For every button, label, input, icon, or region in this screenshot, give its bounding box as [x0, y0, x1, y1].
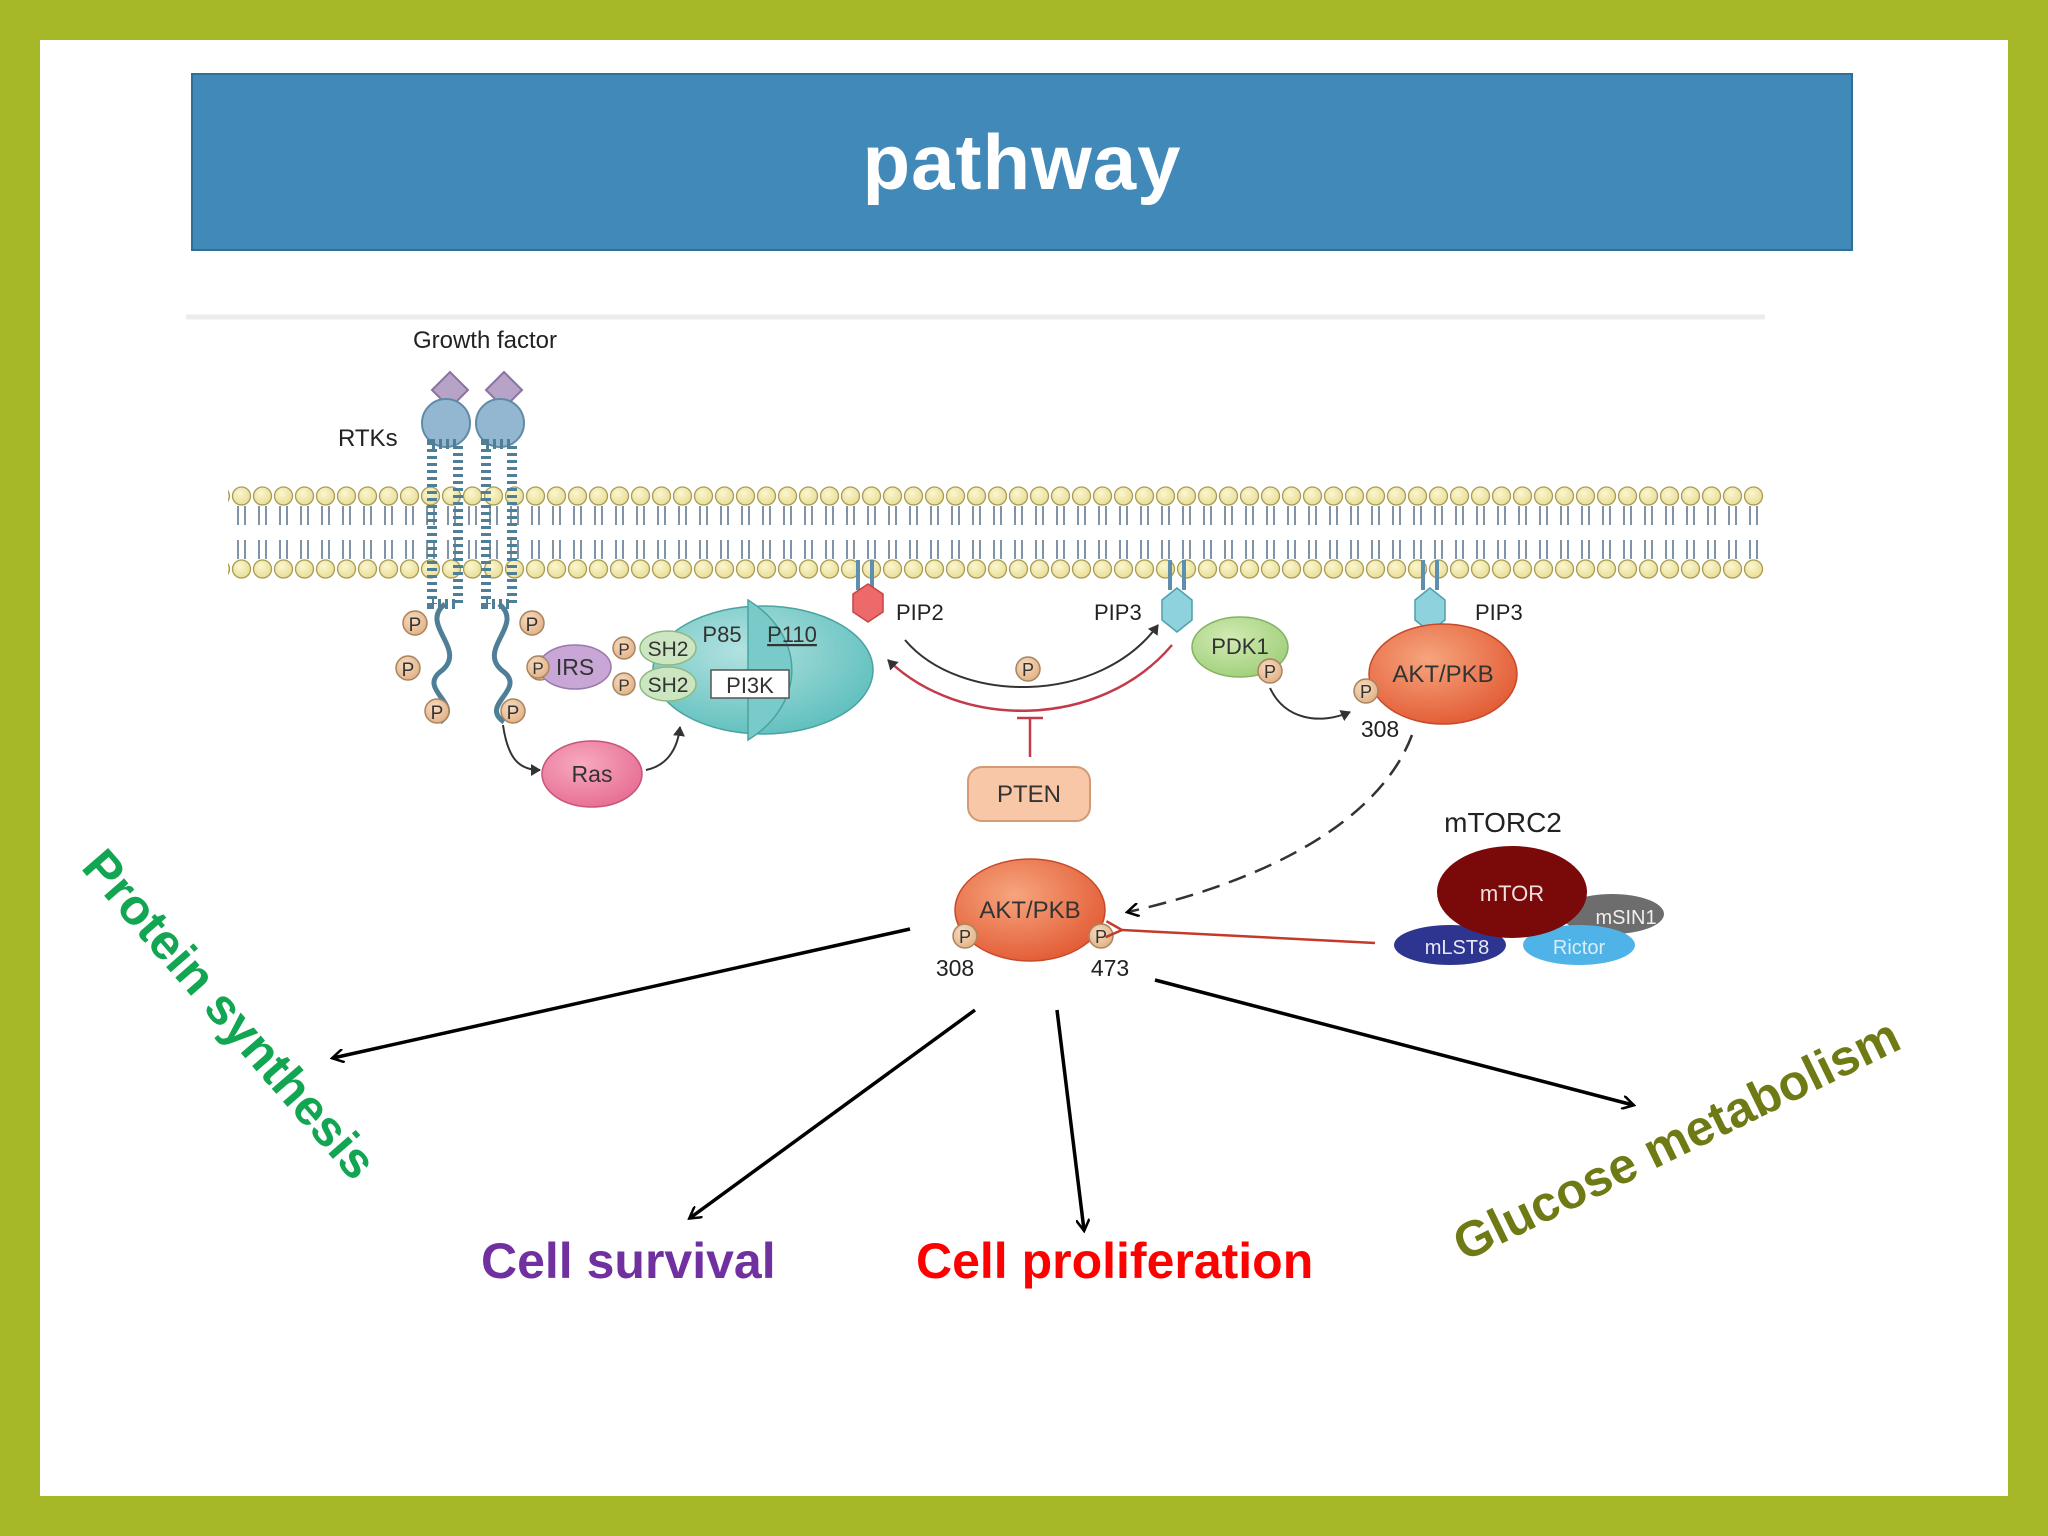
growth-factor-label: Growth factor	[413, 327, 557, 354]
cell-membrane	[228, 460, 1765, 580]
svg-text:P: P	[959, 927, 971, 947]
ras-protein	[541, 740, 643, 808]
svg-text:P: P	[409, 615, 422, 636]
svg-text:P: P	[1360, 682, 1372, 702]
sh2-label-bottom: SH2	[648, 674, 689, 697]
svg-text:P: P	[526, 615, 539, 636]
rtk-right-tail	[491, 602, 513, 725]
svg-text:P: P	[618, 676, 629, 695]
mtorc2-to-akt-arrow	[1122, 930, 1376, 945]
protein-synthesis-label: Protein synthesis	[72, 838, 388, 1189]
pdk1-phosphate	[1257, 658, 1283, 684]
pip3-lipid-right	[1414, 560, 1446, 633]
akt-translocation-arrow	[1128, 734, 1414, 912]
pip3-label-center: PIP3	[1094, 600, 1142, 625]
svg-text:P: P	[431, 703, 444, 724]
pip3-label-right: PIP3	[1475, 600, 1523, 625]
arrow-to-protein-synthesis	[333, 927, 911, 1058]
svg-text:P: P	[1095, 927, 1107, 947]
cell-proliferation-label: Cell proliferation	[916, 1233, 1313, 1289]
mtor-subunit	[1437, 846, 1587, 938]
rictor-subunit	[1523, 925, 1635, 965]
pten-inhibition-line	[1017, 716, 1043, 757]
cell-survival-label: Cell survival	[481, 1233, 776, 1289]
pdk1-label: PDK1	[1211, 634, 1268, 659]
akt-membrane-phosphate	[1353, 678, 1379, 704]
pip3-to-pip2-arrow	[887, 644, 1173, 713]
pip2-to-pip3-arrow	[904, 624, 1159, 688]
rictor-label: Rictor	[1553, 937, 1606, 959]
pdk1-to-akt-arrow	[1269, 687, 1351, 722]
akt-phosphate-308	[952, 923, 978, 949]
akt-membrane-label: AKT/PKB	[1392, 661, 1493, 688]
title-bar: pathway	[191, 73, 1853, 251]
pip-phosphate	[1015, 656, 1041, 682]
pten-label: PTEN	[997, 781, 1061, 808]
svg-text:P: P	[507, 703, 520, 724]
svg-text:P: P	[618, 640, 629, 659]
msin1-subunit	[1560, 894, 1664, 934]
arrow-to-cell-survival	[690, 1008, 977, 1218]
receptor-tyrosine-kinases	[421, 370, 525, 725]
mtor-label: mTOR	[1480, 881, 1544, 906]
rtks-label: RTKs	[338, 425, 398, 452]
sh2-label-top: SH2	[648, 638, 689, 661]
akt-membrane-site-308: 308	[1361, 716, 1399, 742]
akt-cytoplasm-label: AKT/PKB	[979, 897, 1080, 924]
akt-cytoplasm-protein	[954, 858, 1106, 962]
arrow-to-glucose-metabolism	[1154, 978, 1633, 1105]
pi3k-complex	[526, 598, 874, 742]
akt-site-308: 308	[936, 955, 974, 981]
mtorc2-label: mTORC2	[1444, 807, 1562, 838]
msin1-label: mSIN1	[1595, 907, 1656, 929]
svg-text:P: P	[1264, 662, 1276, 682]
p85-label: P85	[702, 622, 741, 647]
pip3-lipid-center	[1161, 560, 1193, 633]
akt-site-473: 473	[1091, 955, 1129, 981]
arrow-to-cell-proliferation	[1055, 1009, 1084, 1230]
glucose-metabolism-label: Glucose metabolism	[1444, 1007, 1908, 1272]
svg-text:P: P	[402, 660, 415, 681]
svg-text:P: P	[1022, 660, 1034, 680]
pten-protein	[967, 766, 1091, 822]
ras-to-pi3k-arrow	[645, 726, 685, 771]
pi3k-label: PI3K	[726, 673, 774, 698]
pip2-label: PIP2	[896, 600, 944, 625]
page-title: pathway	[862, 117, 1182, 206]
rtk-to-ras-arrow	[502, 724, 541, 776]
p110-label: P110	[767, 622, 817, 647]
irs-label: IRS	[556, 654, 594, 680]
pip2-lipid	[852, 560, 884, 623]
svg-text:P: P	[532, 659, 543, 678]
mlst8-subunit	[1394, 925, 1506, 965]
ras-label: Ras	[572, 761, 613, 787]
akt-membrane-protein	[1368, 623, 1518, 725]
mlst8-label: mLST8	[1425, 937, 1489, 959]
